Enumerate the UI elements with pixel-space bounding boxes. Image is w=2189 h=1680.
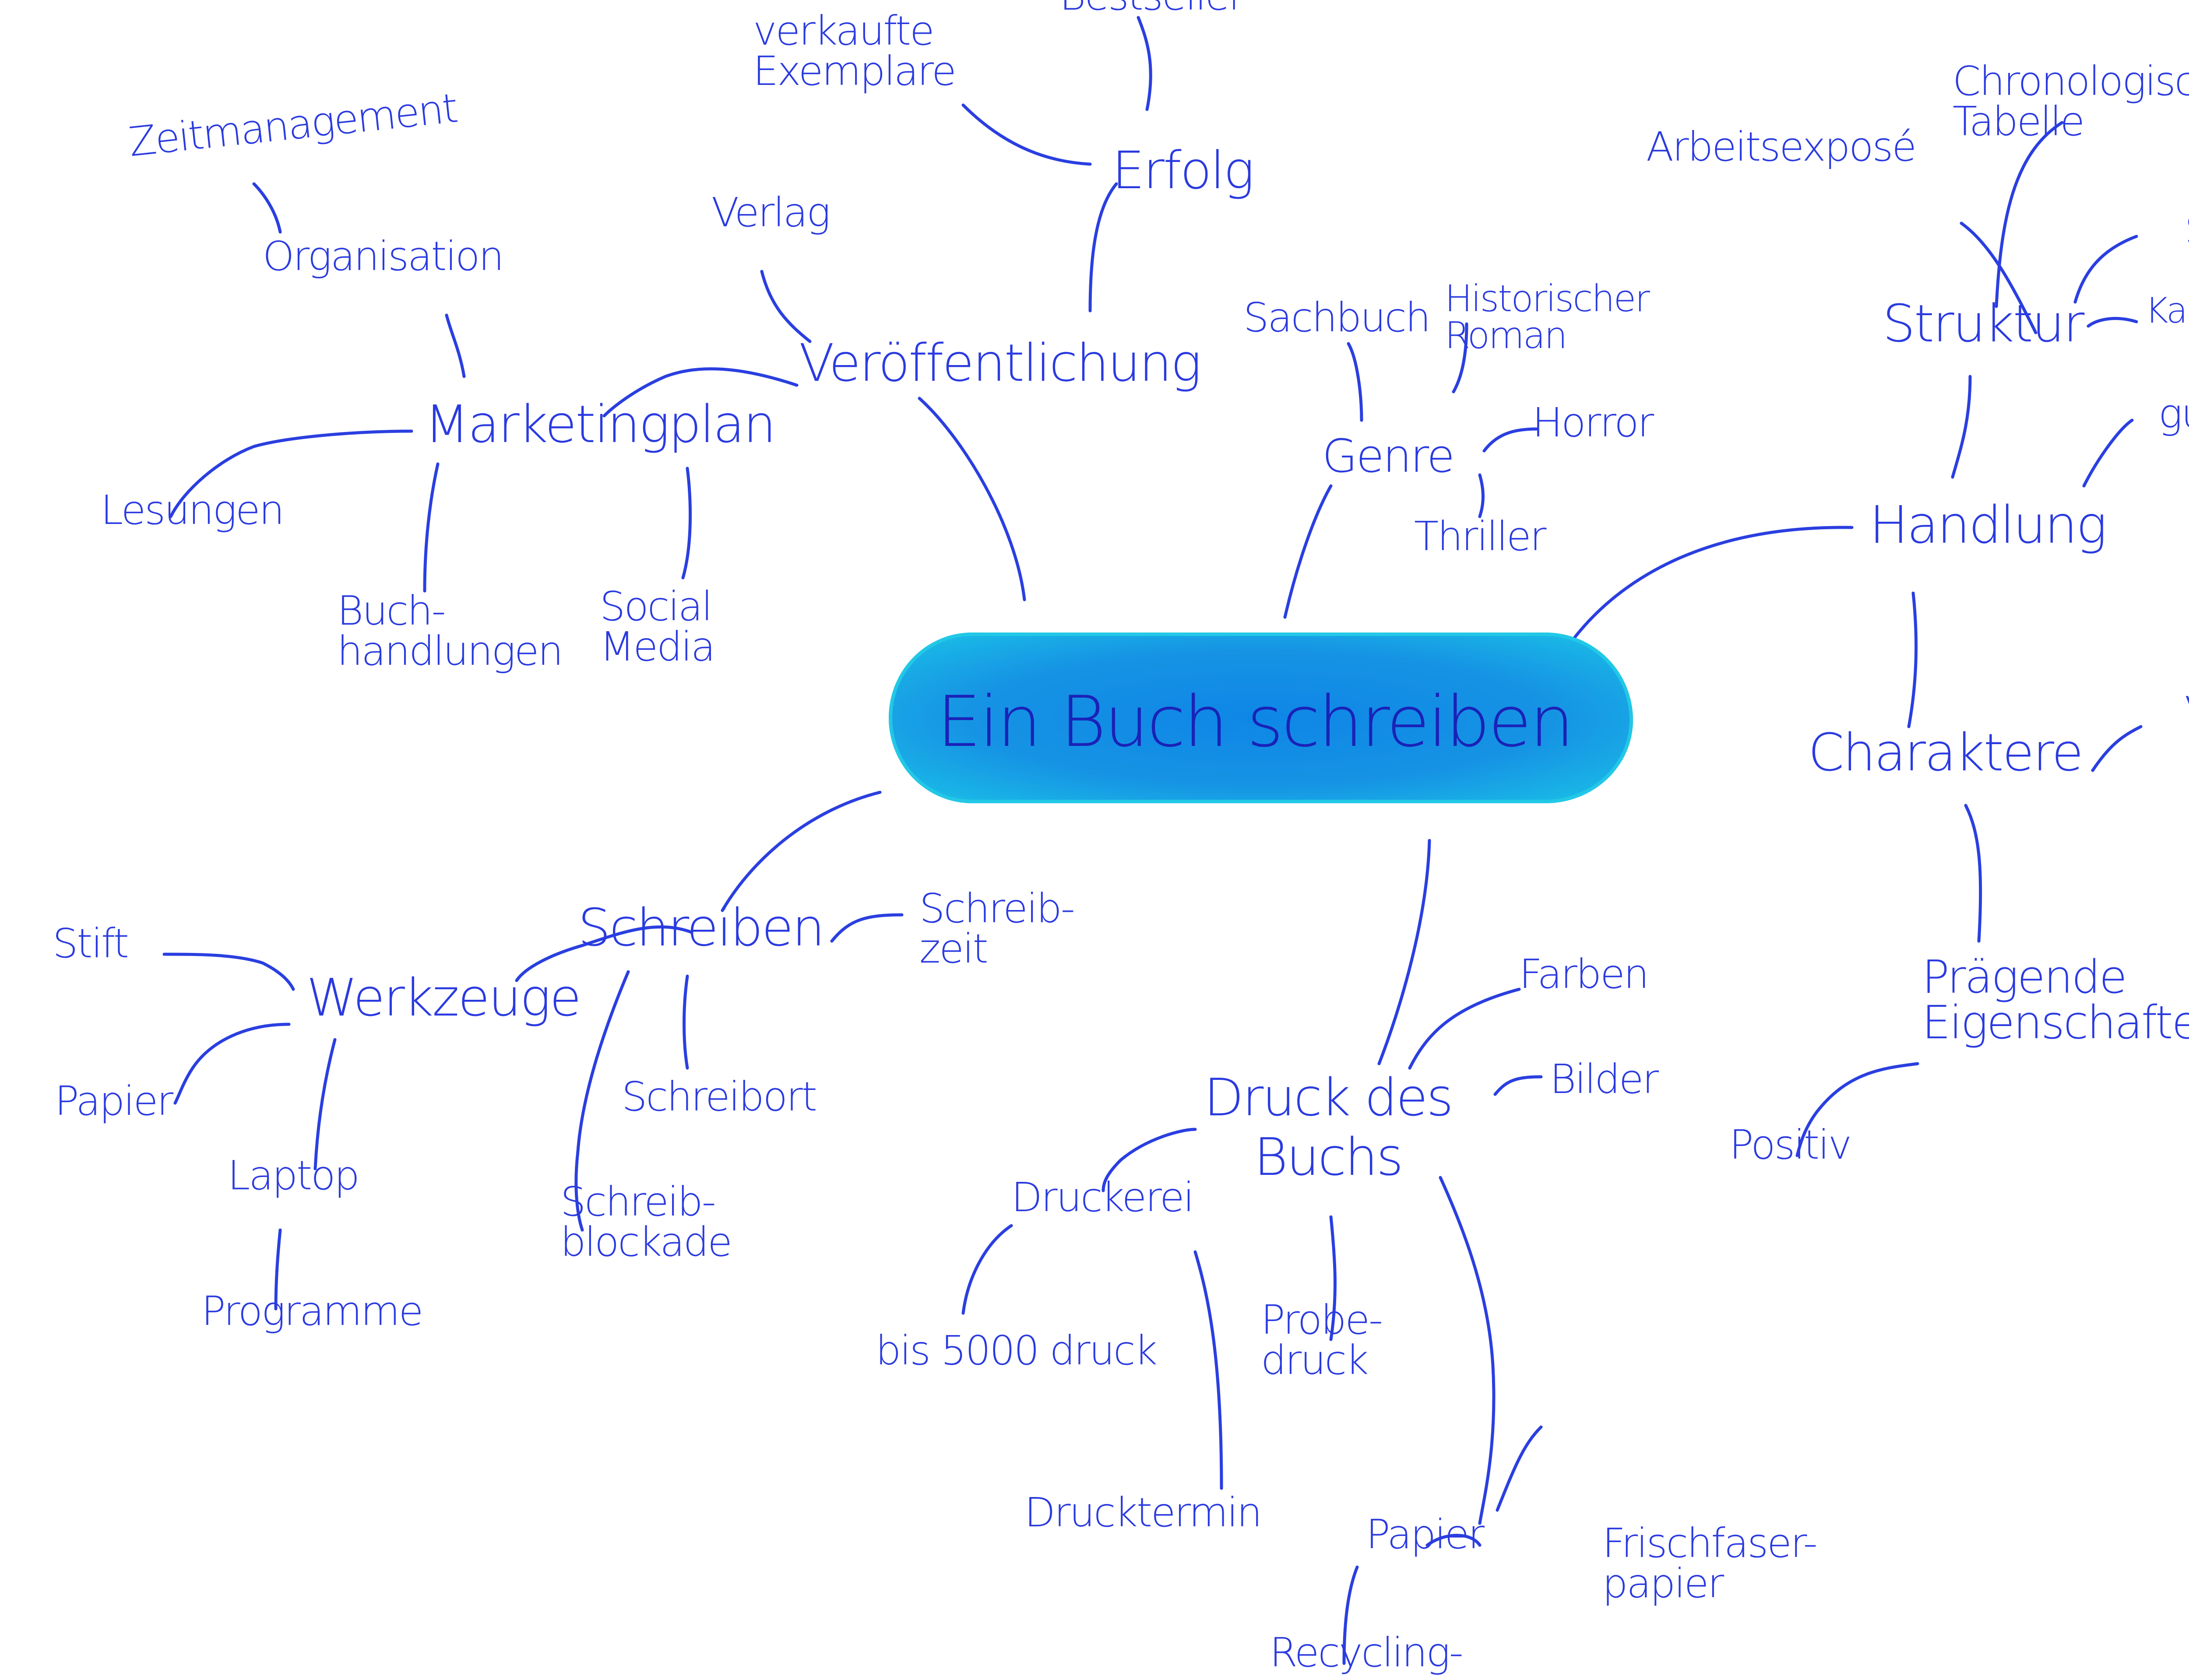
node-social-media[interactable]: Social Media — [600, 583, 715, 670]
node-organisation[interactable]: Organisation — [263, 233, 504, 280]
node-veraenderung[interactable]: Veränderung — [2185, 692, 2189, 732]
node-genre[interactable]: Genre — [1322, 429, 1455, 483]
node-charaktere[interactable]: Charaktere — [1808, 722, 2083, 783]
node-bestseller[interactable]: Bestseller — [1059, 0, 1245, 16]
node-erfolg[interactable]: Erfolg — [1112, 140, 1254, 200]
node-sachbuch[interactable]: Sachbuch — [1243, 294, 1431, 341]
central-topic-label: Ein Buch schreiben — [937, 681, 1574, 763]
node-druck-des-buchs[interactable]: Druck des Buchs — [1204, 1067, 1453, 1187]
node-papier-tool[interactable]: Papier — [55, 1078, 173, 1125]
node-programme[interactable]: Programme — [201, 1288, 423, 1335]
central-topic-blob[interactable] — [889, 633, 1633, 803]
node-verkaufte-exemplare[interactable]: verkaufte Exemplare — [753, 7, 957, 95]
node-frischfaserpapier[interactable]: Frischfaser- papier — [1602, 1520, 1818, 1607]
node-werkzeuge[interactable]: Werkzeuge — [306, 967, 581, 1028]
node-schreiben[interactable]: Schreiben — [578, 897, 825, 958]
node-arbeitsexpose[interactable]: Arbeitsexposé — [1646, 123, 1917, 170]
node-struktur[interactable]: Struktur — [1883, 293, 2084, 354]
node-marketingplan[interactable]: Marketingplan — [425, 394, 776, 454]
node-drucktermin[interactable]: Drucktermin — [1024, 1489, 1262, 1536]
node-probedruck[interactable]: Probe- druck — [1261, 1297, 1383, 1384]
node-thriller[interactable]: Thriller — [1414, 513, 1546, 560]
node-laptop[interactable]: Laptop — [228, 1152, 360, 1199]
node-historischer-roman[interactable]: Historischer Roman — [1445, 277, 1650, 357]
node-veroeffentlichung[interactable]: Veröffentlichung — [799, 333, 1202, 393]
node-schreibblockade[interactable]: Schreib- blockade — [560, 1178, 732, 1265]
node-gute-einfaelle[interactable]: gute Einfälle — [2158, 390, 2189, 437]
node-druckerei[interactable]: Druckerei — [1011, 1174, 1194, 1221]
node-bis-5000-druck[interactable]: bis 5000 druck — [876, 1327, 1158, 1374]
node-bilder[interactable]: Bilder — [1550, 1056, 1659, 1103]
node-storyboard[interactable]: Storyboard — [2185, 210, 2189, 250]
node-verlag[interactable]: Verlag — [711, 189, 831, 236]
node-stift[interactable]: Stift — [53, 920, 129, 967]
node-schreibort[interactable]: Schreibort — [622, 1073, 817, 1120]
node-chronologische-tabelle[interactable]: Chronologische Tabelle — [1953, 58, 2189, 145]
node-praegende-eigenschaften[interactable]: Prägende Eigenschaften — [1922, 950, 2189, 1049]
node-lesungen[interactable]: Lesungen — [101, 487, 285, 534]
node-buchhandlungen[interactable]: Buch- handlungen — [337, 587, 563, 675]
node-handlung[interactable]: Handlung — [1869, 495, 2107, 555]
node-kapitel[interactable]: Kapitel — [2145, 290, 2189, 331]
node-positiv[interactable]: Positiv — [1729, 1121, 1852, 1168]
node-farben[interactable]: Farben — [1519, 951, 1649, 998]
node-horror[interactable]: Horror — [1532, 399, 1654, 446]
node-recycling[interactable]: Recycling- — [1270, 1629, 1464, 1676]
node-schreibzeit[interactable]: Schreib- zeit — [919, 885, 1075, 972]
node-papier-druck[interactable]: Papier — [1366, 1511, 1485, 1558]
